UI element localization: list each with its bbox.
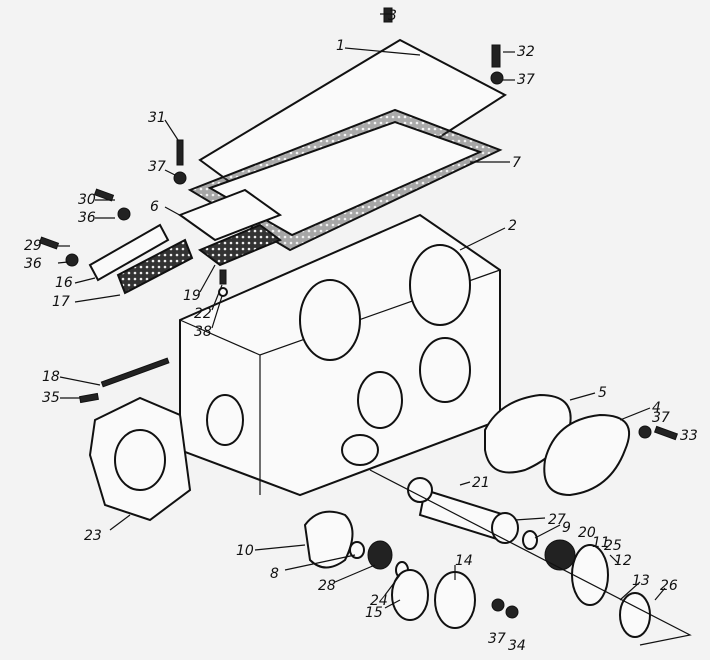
callout-label-36: 36 [78, 210, 96, 226]
callout-label-33: 33 [680, 428, 698, 444]
callout-label-22: 22 [194, 306, 212, 322]
callout-label-11: 11 [592, 535, 610, 551]
callout-label-8: 8 [270, 566, 279, 582]
callout-label-37: 37 [148, 159, 166, 175]
callout-label-38: 38 [194, 324, 212, 340]
callout-label-30: 30 [78, 192, 96, 208]
callout-label-27: 27 [548, 512, 566, 528]
callout-label-5: 5 [598, 385, 607, 401]
callout-label-9: 9 [562, 520, 571, 536]
intermediate-plate [177, 188, 283, 242]
bearing-cover [543, 413, 630, 497]
leader-lines [57, 13, 666, 609]
callout-label-1: 1 [336, 38, 345, 54]
flange-10 [303, 510, 354, 569]
callout-label-26: 26 [660, 578, 678, 594]
callout-label-23: 23 [84, 528, 102, 544]
callout-label-31: 31 [148, 110, 166, 126]
callout-label-37: 37 [652, 410, 670, 426]
callout-label-7: 7 [512, 155, 521, 171]
callout-label-29: 29 [24, 238, 42, 254]
seal-ring [619, 592, 651, 638]
callout-label-10: 10 [236, 543, 254, 559]
callout-label-35: 35 [42, 390, 60, 406]
callout-label-34: 34 [508, 638, 526, 654]
callout-label-13: 13 [632, 573, 650, 589]
callout-label-32: 32 [517, 44, 535, 60]
bearing [491, 512, 519, 544]
cover-14 [434, 571, 476, 629]
callout-label-16: 16 [55, 275, 73, 291]
callout-label-21: 21 [472, 475, 490, 491]
callout-label-17: 17 [52, 294, 70, 310]
callout-label-6: 6 [150, 199, 159, 215]
callout-label-4: 4 [652, 400, 661, 416]
side-cover [88, 223, 170, 282]
callout-label-14: 14 [455, 553, 473, 569]
small-gasket [198, 223, 282, 267]
ring [522, 530, 538, 550]
bearing-28 [367, 540, 393, 570]
callout-label-25: 25 [604, 538, 622, 554]
callout-label-3: 3 [388, 8, 397, 24]
callout-label-18: 18 [42, 369, 60, 385]
gear [544, 539, 576, 571]
side-cover-gasket [116, 238, 194, 295]
callout-label-37: 37 [517, 72, 535, 88]
cover-15 [391, 569, 429, 621]
callout-label-20: 20 [578, 525, 596, 541]
callout-label-24: 24 [370, 593, 388, 609]
gear-shaft [407, 477, 507, 542]
bolts [38, 7, 679, 441]
callout-label-15: 15 [365, 605, 383, 621]
callout-label-36: 36 [24, 256, 42, 272]
callout-label-2: 2 [508, 218, 517, 234]
callout-label-37: 37 [488, 631, 506, 647]
callout-label-28: 28 [318, 578, 336, 594]
callout-label-19: 19 [183, 288, 201, 304]
cover-ring [571, 544, 609, 606]
callout-label-12: 12 [614, 553, 632, 569]
